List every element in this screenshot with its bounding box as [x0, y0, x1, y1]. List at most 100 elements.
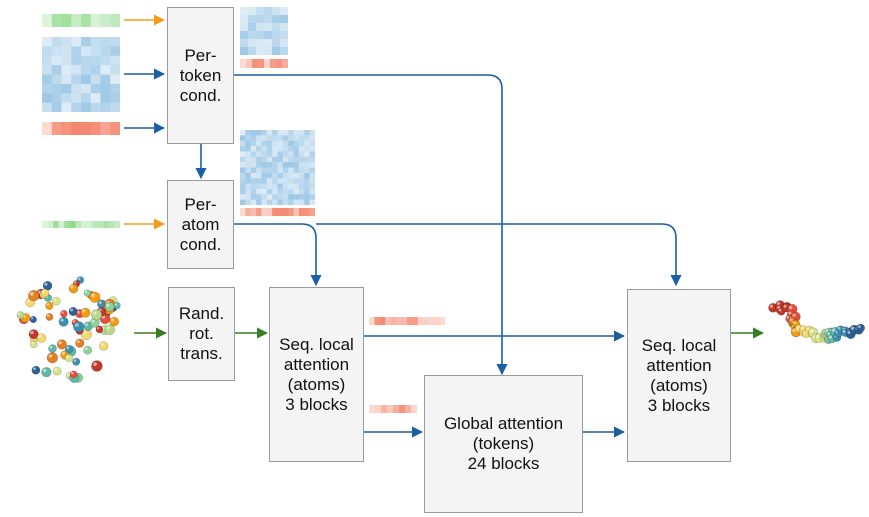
atom-sphere — [89, 291, 101, 303]
matrix-cell — [272, 7, 281, 16]
atom-highlight — [49, 345, 53, 349]
atom-sphere — [58, 316, 69, 327]
matrix-cell — [298, 162, 305, 169]
matrix-cell — [90, 83, 102, 94]
matrix-cell — [245, 151, 252, 158]
matrix-cell — [61, 37, 72, 47]
matrix-cell — [277, 151, 284, 158]
strip-cell — [309, 208, 315, 216]
matrix-cell — [245, 178, 252, 185]
matrix-cell — [240, 23, 249, 32]
matrix-cell — [288, 199, 295, 205]
atom-highlight — [100, 343, 104, 346]
matrix-cell — [266, 140, 273, 147]
matrix-cell — [298, 130, 305, 136]
matrix-cell — [288, 178, 295, 185]
atom-sphere — [68, 283, 79, 294]
strip-cell — [53, 221, 60, 228]
strip-cell — [379, 317, 386, 325]
matrix-cell — [51, 102, 63, 112]
atom-sphere — [40, 288, 50, 298]
matrix-cell — [309, 172, 315, 179]
matrix-cell — [282, 162, 289, 169]
strip-cell — [393, 405, 400, 413]
matrix-cell — [280, 7, 288, 16]
matrix-cell — [110, 65, 120, 76]
atom-highlight — [91, 293, 95, 298]
atom-highlight — [73, 359, 77, 362]
matrix-cell — [240, 140, 246, 147]
atom-pair-cond-matrix — [240, 130, 315, 205]
strip-cell — [245, 208, 252, 216]
matrix-cell — [240, 188, 246, 195]
atom-highlight — [778, 308, 782, 312]
atom-sphere — [91, 360, 103, 372]
strip-cell — [100, 14, 111, 27]
matrix-cell — [42, 102, 53, 112]
strip-cell — [61, 122, 72, 135]
atom-sphere — [46, 352, 59, 364]
matrix-cell — [256, 7, 265, 16]
matrix-cell — [250, 188, 257, 195]
matrix-cell — [245, 172, 252, 179]
matrix-cell — [272, 156, 279, 163]
matrix-cell — [240, 194, 246, 201]
atom-highlight — [776, 302, 781, 306]
matrix-cell — [304, 183, 311, 190]
atom-highlight — [71, 371, 74, 375]
matrix-cell — [293, 178, 300, 185]
matrix-cell — [250, 130, 257, 136]
matrix-cell — [42, 83, 53, 94]
atom-sphere — [45, 301, 54, 310]
matrix-cell — [42, 37, 53, 47]
atom-highlight — [827, 332, 830, 335]
matrix-cell — [272, 172, 279, 179]
atom-highlight — [60, 318, 64, 322]
matrix-cell — [264, 15, 273, 24]
matrix-cell — [288, 188, 295, 195]
matrix-cell — [288, 146, 295, 153]
strip-cell — [58, 221, 65, 228]
matrix-cell — [245, 194, 252, 201]
matrix-cell — [256, 31, 265, 40]
noisy-atom-cloud-icon — [16, 276, 121, 383]
atom-sphere — [48, 344, 57, 353]
matrix-cell — [51, 46, 63, 57]
matrix-cell — [250, 162, 257, 169]
atom-feature-strip — [42, 221, 120, 228]
matrix-cell — [282, 183, 289, 190]
matrix-cell — [81, 83, 92, 94]
matrix-cell — [245, 156, 252, 163]
matrix-cell — [245, 167, 252, 174]
matrix-cell — [256, 15, 265, 24]
atom-highlight — [70, 285, 74, 289]
matrix-cell — [288, 194, 295, 201]
atom-sphere — [31, 365, 41, 375]
matrix-cell — [264, 39, 273, 48]
matrix-cell — [51, 37, 63, 47]
matrix-cell — [256, 39, 265, 48]
matrix-cell — [266, 172, 273, 179]
matrix-cell — [272, 194, 279, 201]
matrix-cell — [245, 140, 252, 147]
matrix-cell — [61, 46, 72, 57]
matrix-cell — [261, 140, 268, 147]
matrix-cell — [293, 167, 300, 174]
matrix-cell — [100, 65, 111, 76]
matrix-cell — [288, 151, 295, 158]
matrix-cell — [298, 194, 305, 201]
seq-local-attention-block-2: Seq. local attention (atoms) 3 blocks — [627, 289, 731, 462]
per-atom-cond-block: Per- atom cond. — [167, 180, 234, 269]
matrix-cell — [250, 199, 257, 205]
matrix-cell — [240, 130, 246, 136]
pair-feature-matrix — [42, 37, 120, 112]
atom-highlight — [769, 304, 773, 308]
atom-highlight — [816, 334, 820, 339]
matrix-cell — [81, 55, 92, 66]
atom-sphere — [83, 289, 91, 297]
atom-highlight — [43, 368, 47, 373]
atom-highlight — [31, 341, 34, 345]
matrix-cell — [256, 194, 263, 201]
atom-highlight — [75, 323, 79, 327]
